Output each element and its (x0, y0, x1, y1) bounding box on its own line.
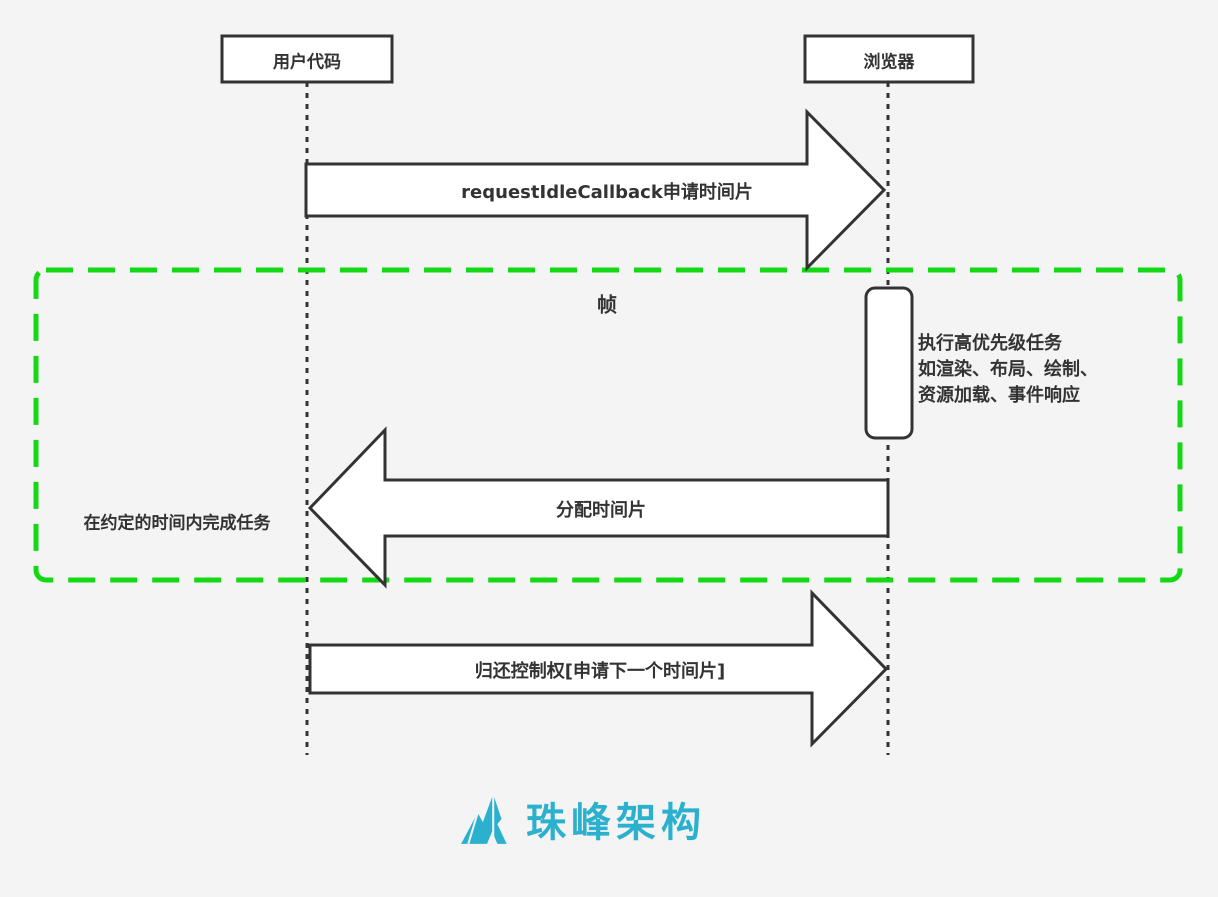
logo: 珠峰架构 (458, 790, 706, 848)
logo-text: 珠峰架构 (526, 800, 706, 846)
actor-box-browser (803, 34, 975, 84)
actor-box-user-code (220, 34, 394, 84)
frame-label: 帧 (597, 292, 617, 317)
arrow-allocate-timeslice (307, 426, 890, 589)
frame-box (33, 267, 1183, 583)
note-line-2: 如渲染、布局、绘制、 (918, 359, 1098, 380)
activation-bar-browser (864, 286, 914, 440)
actor-label-user-code: 用户代码 (273, 52, 341, 73)
mountain-peak-icon (461, 794, 507, 845)
message-label-allocate-timeslice: 分配时间片 (556, 500, 646, 521)
arrow-request-idle-callback (304, 108, 887, 272)
message-label-request-idle-callback: requestIdleCallback申请时间片 (461, 182, 753, 203)
note-high-priority-tasks: 执行高优先级任务 如渲染、布局、绘制、 资源加载、事件响应 (918, 331, 1098, 409)
note-line-3: 资源加载、事件响应 (918, 385, 1080, 406)
arrow-return-control (308, 589, 889, 748)
message-label-return-control: 归还控制权[申请下一个时间片] (474, 661, 726, 682)
note-line-1: 执行高优先级任务 (918, 333, 1062, 354)
actor-label-browser: 浏览器 (863, 52, 915, 73)
note-complete-in-time: 在约定的时间内完成任务 (83, 513, 271, 534)
